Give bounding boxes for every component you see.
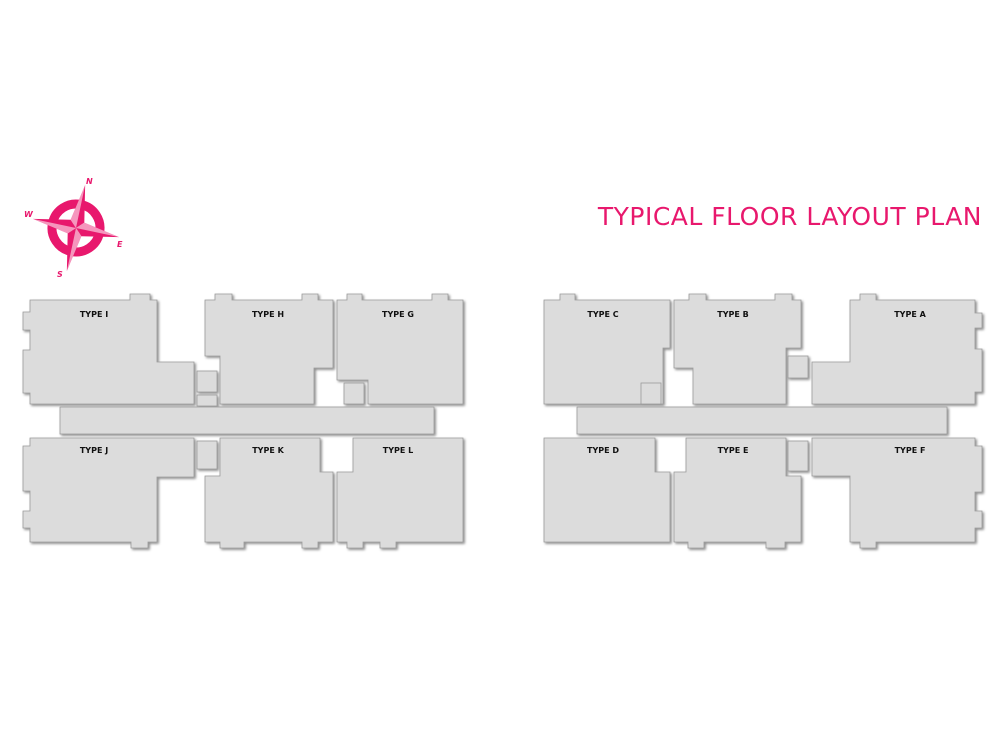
unit-type-c <box>543 293 671 405</box>
compass-rose-icon: N S E W <box>24 177 123 279</box>
unit-label: TYPE E <box>718 446 749 455</box>
unit-label: TYPE G <box>382 310 414 319</box>
page-title: TYPICAL FLOOR LAYOUT PLAN <box>597 202 982 231</box>
unit-label: TYPE L <box>383 446 413 455</box>
unit-type-d <box>543 437 671 543</box>
unit-label: TYPE A <box>894 310 926 319</box>
unit-label: TYPE F <box>895 446 926 455</box>
unit-type-i <box>22 293 195 405</box>
unit-label: TYPE J <box>80 446 108 455</box>
unit-label: TYPE D <box>587 446 619 455</box>
tower-right <box>543 293 983 549</box>
compass-west-label: W <box>24 210 34 219</box>
compass-east-label: E <box>117 240 123 249</box>
unit-type-g <box>336 293 464 405</box>
unit-type-k <box>204 437 334 549</box>
unit-type-j <box>22 437 195 549</box>
corridor <box>59 406 435 435</box>
unit-type-e <box>673 437 802 549</box>
unit-label: TYPE C <box>587 310 618 319</box>
unit-type-a <box>811 293 983 405</box>
shaft <box>343 382 365 405</box>
unit-type-h <box>204 293 334 405</box>
unit-label: TYPE K <box>252 446 284 455</box>
shaft <box>640 382 662 405</box>
shaft <box>787 440 809 472</box>
compass-south-label: S <box>57 270 63 279</box>
unit-type-l <box>336 437 464 549</box>
unit-type-b <box>673 293 802 405</box>
unit-labels: TYPE I TYPE H TYPE G TYPE J TYPE K TYPE … <box>80 310 927 455</box>
shaft <box>196 394 218 407</box>
compass-north-label: N <box>86 177 93 186</box>
corridor <box>576 406 948 435</box>
shaft <box>196 370 218 393</box>
unit-label: TYPE I <box>80 310 108 319</box>
shaft <box>196 440 218 470</box>
unit-label: TYPE B <box>717 310 748 319</box>
shaft <box>787 355 809 379</box>
unit-label: TYPE H <box>252 310 284 319</box>
tower-left <box>22 293 464 549</box>
unit-type-f <box>811 437 983 549</box>
